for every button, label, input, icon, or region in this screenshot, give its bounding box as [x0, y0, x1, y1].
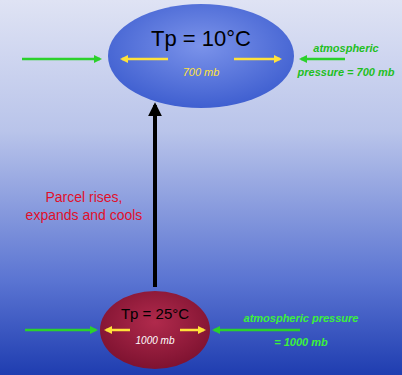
parcel-temperature: Tp = 25°C	[100, 305, 210, 323]
pressure-label: atmospheric pressure = 1000 mb	[240, 306, 362, 354]
parcel-ellipse	[108, 4, 294, 108]
parcel-ellipse	[100, 291, 210, 369]
pressure-label: atmospheric pressure = 700 mb	[290, 36, 402, 84]
process-label: Parcel rises, expands and cools	[25, 188, 143, 224]
parcel-pressure: 700 mb	[108, 66, 294, 79]
parcel-temperature: Tp = 10°C	[108, 26, 294, 52]
parcel-pressure: 1000 mb	[100, 335, 210, 347]
air-parcel: Tp = 10°C 700 mb	[108, 4, 294, 108]
inside-pressure-arrow	[106, 59, 280, 330]
rising-arrow	[153, 105, 157, 287]
air-parcel: Tp = 25°C 1000 mb	[100, 291, 210, 369]
